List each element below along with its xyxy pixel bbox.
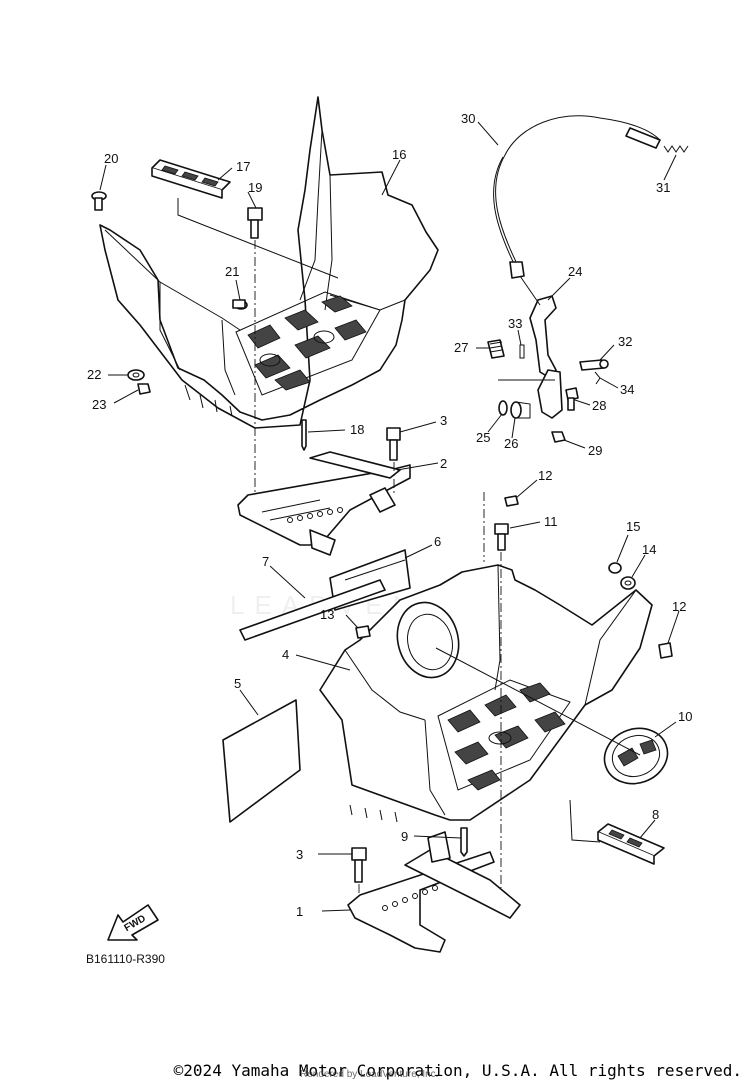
strip-part-7 [239, 579, 386, 641]
footrest-lower-part-4 [319, 564, 653, 823]
pin-part-32 [579, 359, 609, 371]
washer-part-15 [608, 562, 622, 574]
rendered-by-note: Rendered by LeadVenture, Inc. [300, 1069, 439, 1080]
bolt-part-20 [91, 191, 107, 211]
bolt-part-12-upper [483, 492, 519, 562]
callout-18: 18 [350, 422, 364, 437]
callout-20: 20 [104, 151, 118, 166]
spring-part-27 [487, 339, 505, 359]
callout-3-lower: 3 [296, 847, 303, 862]
callout-25: 25 [476, 430, 490, 445]
cover-part-10 [603, 727, 669, 785]
callout-12-upper: 12 [538, 468, 552, 483]
callout-1: 1 [296, 904, 303, 919]
bolt-part-13 [355, 625, 371, 639]
nut-part-29 [551, 431, 566, 443]
callout-3-upper: 3 [440, 413, 447, 428]
clip-part-33 [519, 344, 525, 359]
callout-11: 11 [544, 514, 558, 529]
lever-part-24 [519, 275, 563, 419]
callout-14: 14 [642, 542, 656, 557]
callout-23: 23 [92, 397, 106, 412]
nut-part-23 [137, 383, 151, 395]
bolt-part-21 [232, 299, 248, 310]
pin-part-18 [301, 419, 307, 451]
bracket-part-1 [347, 831, 521, 953]
callout-29: 29 [588, 443, 602, 458]
bolt-part-12-lower [658, 642, 673, 659]
callout-17: 17 [236, 159, 250, 174]
callout-24: 24 [568, 264, 582, 279]
callout-9: 9 [401, 829, 408, 844]
cotter-part-34 [594, 371, 601, 385]
bolt-part-11 [494, 523, 509, 888]
bolt-part-3-lower [351, 847, 367, 905]
callout-34: 34 [620, 382, 634, 397]
callout-6: 6 [434, 534, 441, 549]
callout-28: 28 [592, 398, 606, 413]
callout-8: 8 [652, 807, 659, 822]
footpeg-part-17 [151, 159, 231, 199]
bolt-part-28 [565, 387, 579, 411]
label-part-5 [222, 699, 301, 823]
callout-7: 7 [262, 554, 269, 569]
callout-19: 19 [248, 180, 262, 195]
washer-part-14 [620, 576, 636, 590]
washer-part-25 [498, 400, 508, 416]
callout-26: 26 [504, 436, 518, 451]
spring-part-31 [663, 145, 689, 153]
callout-32: 32 [618, 334, 632, 349]
callout-2: 2 [440, 456, 447, 471]
bushing-part-26 [510, 401, 531, 419]
bolt-part-3-upper [386, 427, 401, 495]
fwd-arrow-icon: FWD [107, 904, 159, 941]
diagram-code: B161110-R390 [86, 952, 165, 966]
callout-21: 21 [225, 264, 239, 279]
callout-16: 16 [392, 147, 406, 162]
pin-part-9 [460, 827, 468, 857]
callout-13: 13 [320, 607, 334, 622]
cable-part-30 [493, 115, 661, 279]
callout-15: 15 [626, 519, 640, 534]
callout-12-lower: 12 [672, 599, 686, 614]
callouts: 1 2 3 3 4 5 6 7 8 9 10 11 12 12 13 14 15 [87, 111, 692, 919]
callout-33: 33 [508, 316, 522, 331]
callout-31: 31 [656, 180, 670, 195]
footrest-upper-part-16 [99, 96, 439, 429]
copyright-notice: ©2024 Yamaha Motor Corporation, U.S.A. A… [173, 1061, 742, 1080]
callout-10: 10 [678, 709, 692, 724]
callout-4: 4 [282, 647, 289, 662]
callout-30: 30 [461, 111, 475, 126]
callout-27: 27 [454, 340, 468, 355]
washer-part-22 [127, 369, 145, 381]
bolt-part-19 [247, 207, 263, 505]
footpeg-part-8 [597, 823, 665, 865]
callout-22: 22 [87, 367, 101, 382]
bracket-part-2 [237, 451, 411, 556]
callout-5: 5 [234, 676, 241, 691]
